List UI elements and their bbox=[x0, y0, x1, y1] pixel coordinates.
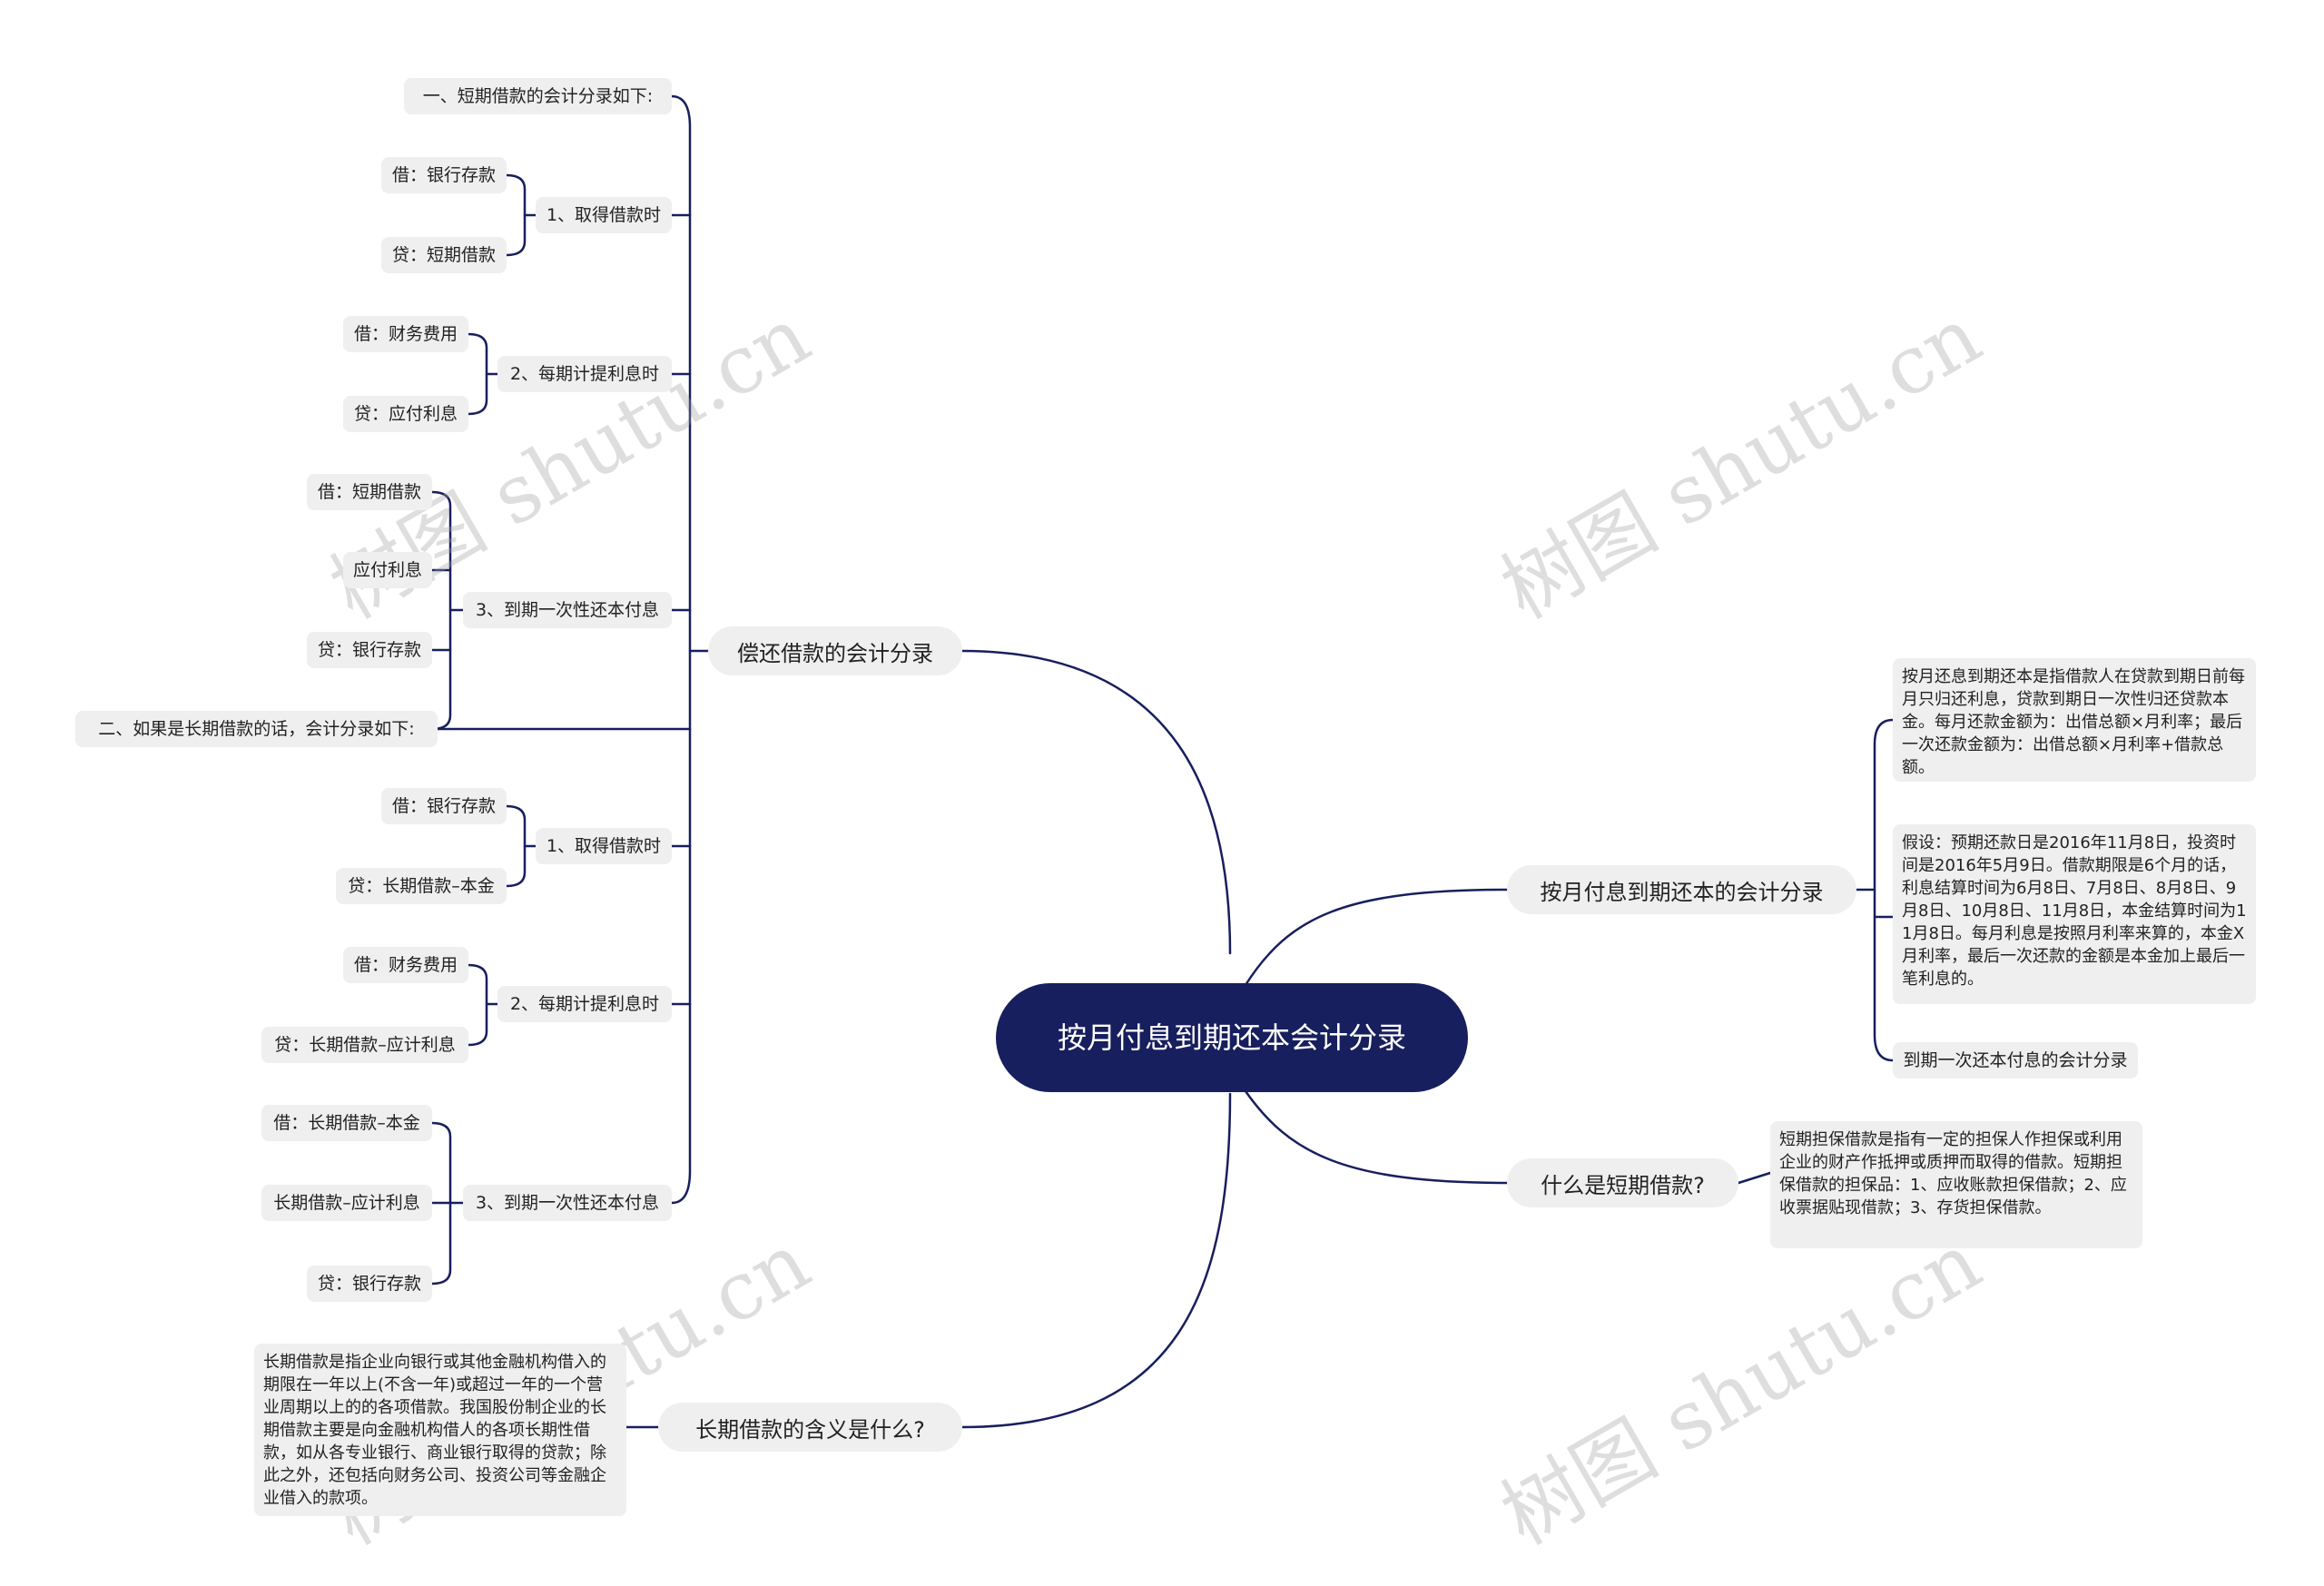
long-g2-credit[interactable]: 贷：长期借款–应计利息 bbox=[261, 1027, 468, 1063]
long-g1-label[interactable]: 1、取得借款时 bbox=[536, 828, 672, 864]
branch-repay[interactable]: 偿还借款的会计分录 bbox=[708, 626, 962, 675]
short-g3-mid[interactable]: 应付利息 bbox=[343, 552, 432, 588]
short-g1-debit[interactable]: 借：银行存款 bbox=[381, 157, 507, 193]
long-g3-debit[interactable]: 借：长期借款–本金 bbox=[261, 1105, 432, 1141]
long-g1-credit[interactable]: 贷：长期借款–本金 bbox=[336, 868, 507, 904]
branch-shortloan[interactable]: 什么是短期借款? bbox=[1507, 1158, 1738, 1207]
branch-monthly[interactable]: 按月付息到期还本的会计分录 bbox=[1507, 865, 1856, 914]
short-g3-debit[interactable]: 借：短期借款 bbox=[307, 474, 432, 510]
long-g3-label[interactable]: 3、到期一次性还本付息 bbox=[463, 1185, 672, 1221]
short-loan-title[interactable]: 一、短期借款的会计分录如下: bbox=[404, 78, 672, 114]
monthly-desc-onetime[interactable]: 到期一次还本付息的会计分录 bbox=[1893, 1042, 2138, 1079]
edge-root-monthly bbox=[1244, 888, 1509, 987]
branch-longloan[interactable]: 长期借款的含义是什么? bbox=[658, 1403, 962, 1452]
short-g3-credit[interactable]: 贷：银行存款 bbox=[307, 632, 432, 668]
long-g3-credit[interactable]: 贷：银行存款 bbox=[307, 1266, 432, 1302]
edge-root-longloan bbox=[960, 1092, 1232, 1429]
long-g2-label[interactable]: 2、每期计提利息时 bbox=[497, 986, 672, 1022]
edge-root-repay bbox=[960, 649, 1232, 955]
shortloan-desc[interactable]: 短期担保借款是指有一定的担保人作担保或利用企业的财产作抵押或质押而取得的借款。短… bbox=[1770, 1121, 2142, 1248]
monthly-desc-example[interactable]: 假设：预期还款日是2016年11月8日，投资时间是2016年5月9日。借款期限是… bbox=[1893, 824, 2256, 1004]
edge-repay-bracket bbox=[670, 94, 692, 1205]
longloan-desc[interactable]: 长期借款是指企业向银行或其他金融机构借入的期限在一年以上(不含一年)或超过一年的… bbox=[254, 1344, 626, 1516]
long-g3-mid[interactable]: 长期借款–应计利息 bbox=[261, 1185, 432, 1221]
monthly-desc-definition[interactable]: 按月还息到期还本是指借款人在贷款到期日前每月只归还利息，贷款到期日一次性归还贷款… bbox=[1893, 658, 2256, 782]
edge-root-shortloan bbox=[1244, 1089, 1509, 1185]
root-node[interactable]: 按月付息到期还本会计分录 bbox=[996, 983, 1468, 1092]
long-g1-debit[interactable]: 借：银行存款 bbox=[381, 788, 507, 824]
long-loan-title[interactable]: 二、如果是长期借款的话，会计分录如下: bbox=[75, 711, 438, 747]
long-g2-debit[interactable]: 借：财务费用 bbox=[343, 947, 468, 983]
short-g1-label[interactable]: 1、取得借款时 bbox=[536, 197, 672, 233]
short-g3-label[interactable]: 3、到期一次性还本付息 bbox=[463, 592, 672, 628]
short-g2-debit[interactable]: 借：财务费用 bbox=[343, 316, 468, 352]
short-g1-credit[interactable]: 贷：短期借款 bbox=[381, 237, 507, 273]
short-g2-credit[interactable]: 贷：应付利息 bbox=[343, 396, 468, 432]
short-g2-label[interactable]: 2、每期计提利息时 bbox=[497, 356, 672, 392]
